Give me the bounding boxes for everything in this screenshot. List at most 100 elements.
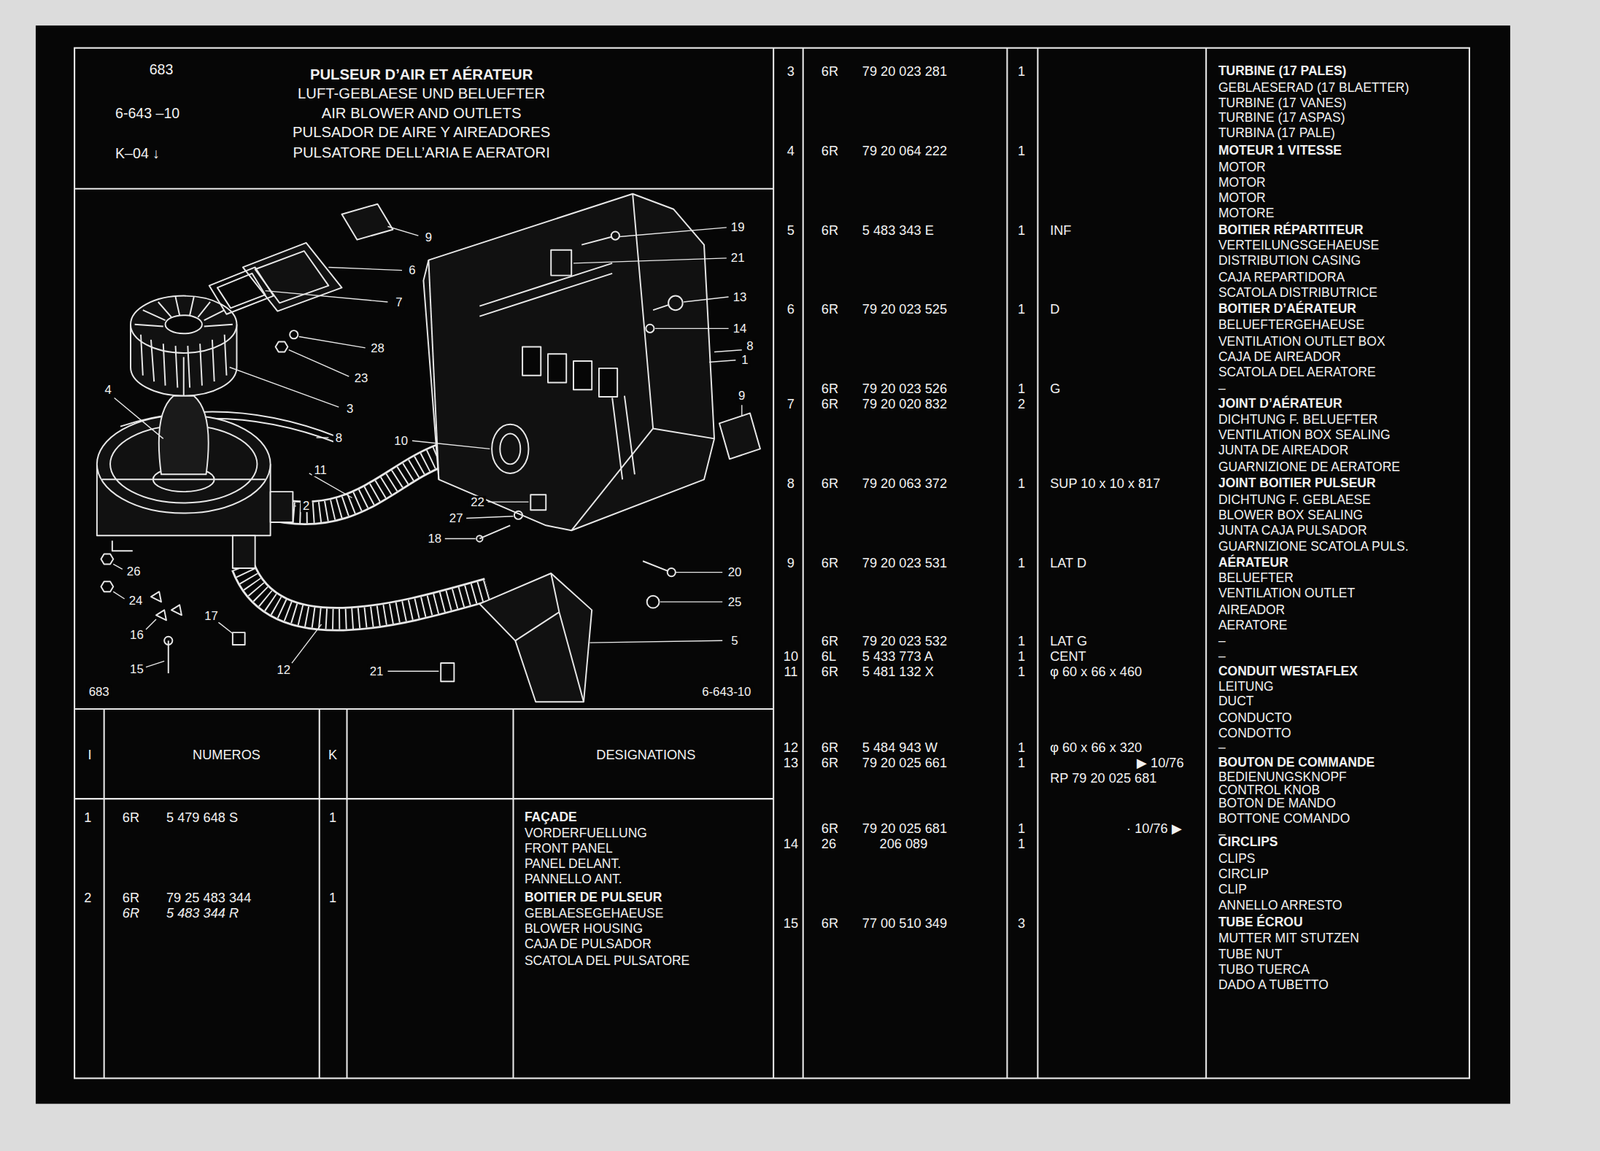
designation-text: FAÇADE bbox=[524, 811, 578, 824]
callout-number: 10 bbox=[392, 434, 411, 448]
designation-text: CONTROL KNOB bbox=[1218, 784, 1320, 797]
designation-text: ANNELLO ARRESTO bbox=[1218, 899, 1343, 912]
part-number-cell: 6R bbox=[821, 223, 839, 238]
designation-text: CAJA REPARTIDORA bbox=[1218, 271, 1345, 284]
part-number-cell: 1 bbox=[83, 810, 92, 824]
part-number-cell: 6R bbox=[821, 756, 839, 770]
callout-number: 22 bbox=[468, 496, 486, 509]
designation-text: CIRCLIPS bbox=[1218, 836, 1279, 849]
designation-text: BOTON DE MANDO bbox=[1218, 797, 1336, 810]
part-number-cell: 1 bbox=[329, 891, 337, 905]
column-heading: DESIGNATIONS bbox=[596, 748, 696, 762]
designation-text: BLOWER BOX SEALING bbox=[1218, 509, 1363, 522]
part-number-cell: 6R bbox=[821, 822, 839, 836]
callout-number: 21 bbox=[367, 665, 386, 678]
part-number-cell: 1 bbox=[1017, 741, 1026, 755]
callout-number: 25 bbox=[725, 596, 744, 609]
part-number-cell: 7 bbox=[787, 397, 795, 411]
title-text: PULSEUR D’AIR ET AÉRATEUR bbox=[310, 67, 533, 82]
designation-text: BOTTONE COMANDO bbox=[1218, 812, 1350, 826]
designation-text: – bbox=[1218, 650, 1226, 663]
designation-text: MOTOR bbox=[1218, 191, 1266, 205]
callout-number: 15 bbox=[127, 663, 146, 676]
callout-number: 19 bbox=[728, 221, 747, 234]
designation-text: SCATOLA DEL PULSATORE bbox=[524, 955, 690, 968]
part-number-cell: · 10/76 ▶ bbox=[1126, 822, 1182, 836]
designation-text: BOUTON DE COMMANDE bbox=[1218, 756, 1375, 769]
designation-text: JOINT D’AÉRATEUR bbox=[1218, 397, 1343, 411]
designation-text: TUBO TUERCA bbox=[1218, 963, 1310, 977]
callout-number: 9 bbox=[736, 389, 748, 403]
callout-number: 11 bbox=[312, 464, 330, 477]
part-number-cell: 9 bbox=[787, 556, 795, 570]
designation-text: CONDOTTO bbox=[1218, 727, 1292, 740]
designation-text: PANEL DELANT. bbox=[524, 858, 621, 871]
part-number-cell: 10 bbox=[783, 649, 799, 663]
part-number-cell: 6R bbox=[821, 664, 839, 678]
part-number-cell: φ 60 x 66 x 460 bbox=[1049, 664, 1142, 678]
part-number-cell: 6R bbox=[821, 397, 839, 411]
callout-number: 2 bbox=[300, 499, 312, 513]
part-number-cell: 6R bbox=[821, 382, 839, 396]
part-number-cell: 14 bbox=[783, 837, 799, 851]
designation-text: MOTORE bbox=[1218, 207, 1274, 220]
callout-number: 8 bbox=[744, 339, 756, 353]
designation-text: BOITIER RÉPARTITEUR bbox=[1218, 223, 1364, 237]
part-number-cell: 2 bbox=[1017, 397, 1026, 411]
designation-text: JUNTA DE AIREADOR bbox=[1218, 444, 1349, 457]
designation-text: AIREADOR bbox=[1218, 604, 1285, 617]
designation-text: BLOWER HOUSING bbox=[524, 922, 643, 936]
part-number-cell: 6R bbox=[821, 917, 839, 931]
designation-text: MOTOR bbox=[1218, 176, 1266, 189]
callout-number: 6-643-10 bbox=[699, 685, 753, 699]
part-number-cell: CENT bbox=[1049, 649, 1086, 663]
part-number-cell: 79 20 023 525 bbox=[862, 302, 948, 316]
part-number-cell: 2 bbox=[83, 891, 92, 905]
callout-number: 12 bbox=[275, 663, 293, 677]
designation-text: GEBLAESERAD (17 BLAETTER) bbox=[1218, 81, 1409, 95]
part-number-cell: 79 20 023 526 bbox=[862, 382, 948, 396]
designation-text: LEITUNG bbox=[1218, 680, 1274, 694]
part-number-cell: 5 483 343 E bbox=[862, 223, 934, 238]
part-number-cell: 15 bbox=[783, 917, 799, 931]
designation-text: DICHTUNG F. BELUEFTER bbox=[1218, 413, 1379, 427]
part-number-cell: LAT G bbox=[1049, 634, 1088, 648]
designation-text: CLIPS bbox=[1218, 852, 1256, 866]
designation-text: TURBINE (17 ASPAS) bbox=[1218, 111, 1346, 125]
designation-text: DICHTUNG F. GEBLAESE bbox=[1218, 493, 1371, 507]
designation-text: GUARNIZIONE DE AERATORE bbox=[1218, 461, 1401, 474]
callout-number: 27 bbox=[447, 512, 465, 525]
part-number-cell: ▶ 10/76 bbox=[1136, 756, 1185, 770]
designation-text: GUARNIZIONE SCATOLA PULS. bbox=[1218, 540, 1409, 554]
part-number-cell: 1 bbox=[329, 810, 337, 824]
part-number-cell: 1 bbox=[1017, 223, 1026, 238]
designation-text: BOITIER D’AÉRATEUR bbox=[1218, 302, 1357, 316]
part-number-cell: 3 bbox=[1017, 917, 1026, 931]
part-number-cell: 6R bbox=[821, 144, 839, 158]
part-number-cell: 79 20 023 532 bbox=[862, 634, 948, 648]
callout-number: 3 bbox=[344, 402, 356, 416]
designation-text: AERATORE bbox=[1218, 619, 1288, 632]
part-number-cell: 5 479 648 S bbox=[166, 810, 238, 824]
part-number-cell: 1 bbox=[1017, 556, 1026, 570]
part-number-cell: 6R bbox=[821, 741, 839, 755]
callout-number: 24 bbox=[126, 594, 145, 608]
callout-number: 7 bbox=[393, 296, 405, 309]
part-number-cell: 12 bbox=[783, 741, 799, 755]
designation-text: TURBINE (17 VANES) bbox=[1218, 97, 1347, 110]
part-number-cell: 6 bbox=[787, 302, 795, 316]
callout-number: 23 bbox=[352, 372, 370, 385]
callout-number: 9 bbox=[423, 231, 435, 244]
part-number-cell: 8 bbox=[787, 477, 795, 491]
designation-text: VENTILATION BOX SEALING bbox=[1218, 429, 1391, 442]
designation-text: BEDIENUNGSKNOPF bbox=[1218, 771, 1347, 784]
part-number-cell: 11 bbox=[783, 664, 798, 678]
part-number-cell: 4 bbox=[787, 144, 795, 158]
designation-text: CAJA DE PULSADOR bbox=[524, 938, 652, 951]
callout-number: 13 bbox=[731, 291, 749, 304]
part-number-cell: 5 481 132 X bbox=[862, 664, 934, 678]
part-number-cell: 79 20 020 832 bbox=[862, 397, 948, 411]
part-number-cell: 79 25 483 344 bbox=[166, 891, 251, 905]
designation-text: SCATOLA DISTRIBUTRICE bbox=[1218, 286, 1378, 300]
